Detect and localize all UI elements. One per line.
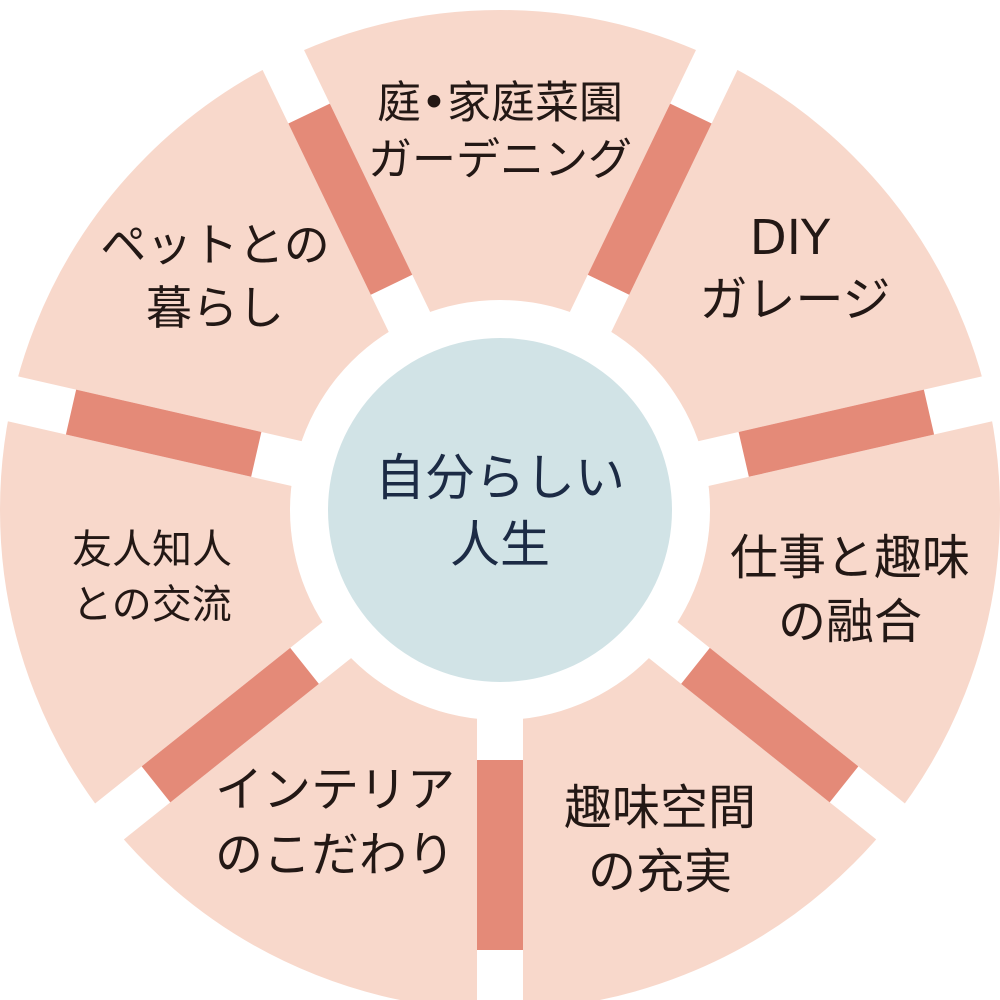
segment-garden: 庭•家庭菜園 ガーデニング xyxy=(368,78,632,186)
segment-label-line1: DIY xyxy=(750,210,831,266)
segment-label-line2: との交流 xyxy=(72,582,232,628)
segment-gap xyxy=(566,31,747,340)
segment-gap xyxy=(477,710,523,1000)
segment-label-line2: のこだわり xyxy=(215,827,455,883)
gap-accent-bar xyxy=(477,760,523,950)
gap-accent-bar xyxy=(141,647,319,803)
segment-diy: DIY ガレージ xyxy=(699,210,890,328)
gap-accent-bar xyxy=(738,389,935,477)
segment-label-line2: ガレージ xyxy=(699,272,890,328)
segment-gap xyxy=(642,616,921,853)
segment-gap xyxy=(689,371,1000,488)
segment-label-line1: ペットとの xyxy=(100,218,330,272)
segment-label-line1: 友人知人 xyxy=(72,527,232,573)
segment-gap xyxy=(79,616,358,853)
segment-friends: 友人知人 との交流 xyxy=(72,527,232,628)
segment-hobby-space: 趣味空間 の充実 xyxy=(564,780,756,900)
segment-gap xyxy=(253,31,434,340)
segment-label-line1: インテリア xyxy=(215,762,455,818)
segment-gap xyxy=(0,371,311,488)
segment-label-line2: ガーデニング xyxy=(368,135,632,186)
center-label-line1: 自分らしい xyxy=(375,449,625,507)
segment-label-line1: 庭•家庭菜園 xyxy=(377,78,623,129)
gap-accent-bar xyxy=(681,647,859,803)
segment-label-line1: 趣味空間 xyxy=(564,780,756,836)
center-label-line2: 人生 xyxy=(450,516,550,574)
center-circle xyxy=(328,338,672,682)
segment-label-line2: の充実 xyxy=(588,844,732,900)
segment-pets: ペットとの 暮らし xyxy=(100,218,330,335)
segment-label-line2: の融合 xyxy=(778,594,922,650)
segment-work-hobby: 仕事と趣味 の融合 xyxy=(730,530,970,650)
gap-accent-bar xyxy=(288,103,413,295)
segment-label-line2: 暮らし xyxy=(146,281,284,335)
gap-accent-bar xyxy=(587,103,712,295)
gap-accent-bar xyxy=(65,389,262,477)
segment-label-line1: 仕事と趣味 xyxy=(730,530,970,586)
segment-interior: インテリア のこだわり xyxy=(215,762,455,883)
